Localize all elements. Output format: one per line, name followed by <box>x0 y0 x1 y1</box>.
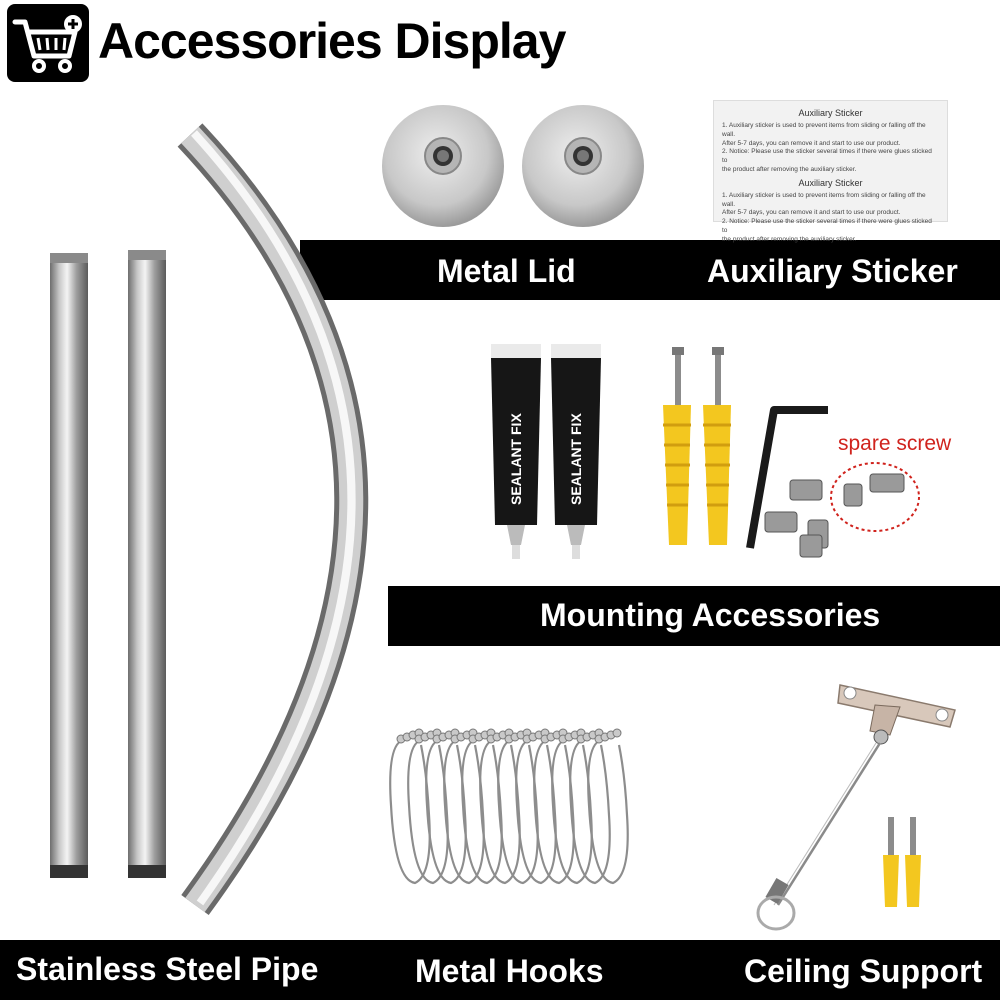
hook-ring <box>389 738 431 885</box>
hook-ring <box>587 738 629 885</box>
hook-ring <box>515 738 557 885</box>
sticker-line-5: 1. Auxiliary sticker is used to prevent … <box>722 191 926 208</box>
metal-hooks-image <box>389 728 629 885</box>
sealant-tubes-image: SEALANT FIX SEALANT FIX <box>491 344 601 559</box>
cart-icon-badge <box>7 4 89 82</box>
spare-screw-highlight <box>830 462 920 532</box>
sticker-line-2: After 5-7 days, you can remove it and st… <box>722 139 901 147</box>
hook-ring <box>461 738 503 885</box>
ceiling-support-image <box>756 684 956 931</box>
shopping-cart-icon <box>12 15 82 73</box>
page-title: Accessories Display <box>98 13 566 69</box>
label-bar-middle <box>388 586 1000 646</box>
hook-ring <box>569 738 611 885</box>
wall-anchors-image <box>663 347 731 545</box>
hook-ring <box>551 738 593 885</box>
sticker-title-1: Auxiliary Sticker <box>798 108 863 118</box>
hook-ring <box>425 738 467 885</box>
set-screws-image <box>764 479 829 558</box>
hook-ring <box>533 738 575 885</box>
hook-bead <box>612 728 622 738</box>
auxiliary-sticker-image: Auxiliary Sticker 1. Auxiliary sticker i… <box>713 100 948 243</box>
metal-lid-image-right <box>522 105 644 227</box>
sticker-line-1: 1. Auxiliary sticker is used to prevent … <box>722 122 926 138</box>
label-mounting-accessories: Mounting Accessories <box>540 597 881 633</box>
sealant-text-left: SEALANT FIX <box>508 413 524 505</box>
metal-lid-image-left <box>382 105 504 227</box>
label-bar-bottom <box>0 940 1000 1000</box>
hook-ring <box>497 738 539 885</box>
sticker-line-8: the product after removing the auxiliary… <box>722 235 857 243</box>
sealant-text-right: SEALANT FIX <box>568 413 584 505</box>
sticker-title-2: Auxiliary Sticker <box>798 177 863 188</box>
sticker-line-4: the product after removing the auxiliary… <box>722 165 857 173</box>
hex-key-image <box>746 406 828 549</box>
label-bar-top <box>300 240 1000 300</box>
sticker-line-3: 2. Notice: Please use the sticker severa… <box>722 148 932 165</box>
label-stainless-steel-pipe: Stainless Steel Pipe <box>16 951 319 987</box>
label-auxiliary-sticker: Auxiliary Sticker <box>707 253 958 289</box>
label-ceiling-support: Ceiling Support <box>744 953 983 989</box>
sticker-line-6: After 5-7 days, you can remove it and st… <box>722 209 901 217</box>
label-metal-lid: Metal Lid <box>437 253 576 289</box>
sticker-line-7: 2. Notice: Please use the sticker severa… <box>722 218 932 234</box>
curved-pipe-image <box>177 123 369 916</box>
hook-ring <box>443 738 485 885</box>
hook-ring <box>407 738 449 885</box>
label-metal-hooks: Metal Hooks <box>415 953 604 989</box>
hook-ring <box>479 738 521 885</box>
spare-screw-label: spare screw <box>838 432 952 455</box>
straight-pipes-image <box>50 250 166 878</box>
